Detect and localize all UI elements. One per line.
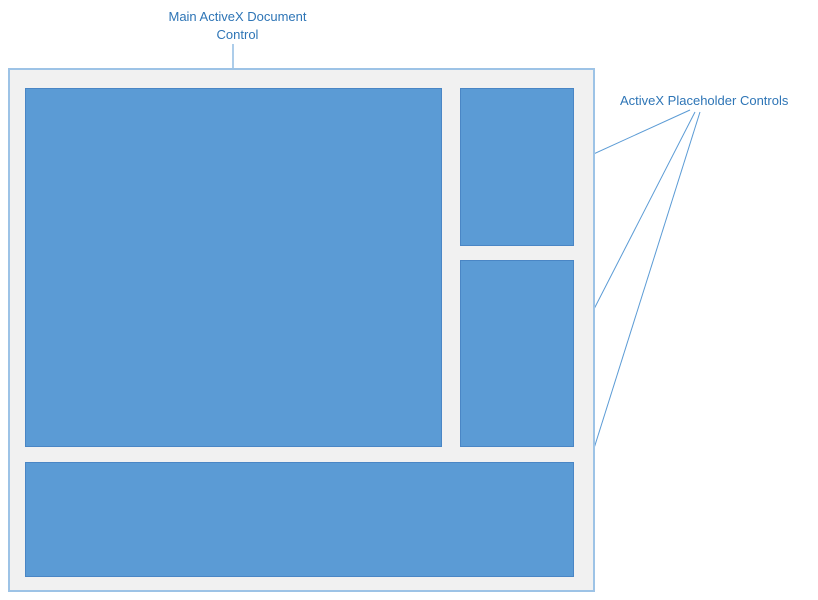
placeholder-control-bottom [25, 462, 574, 577]
form-container [8, 68, 595, 592]
placeholder-controls-label: ActiveX Placeholder Controls [620, 93, 789, 108]
main-activex-document-control [25, 88, 442, 447]
main-document-label: Main ActiveX Document Control [168, 9, 307, 42]
placeholder-control-top [460, 88, 574, 246]
placeholder-control-middle [460, 260, 574, 447]
